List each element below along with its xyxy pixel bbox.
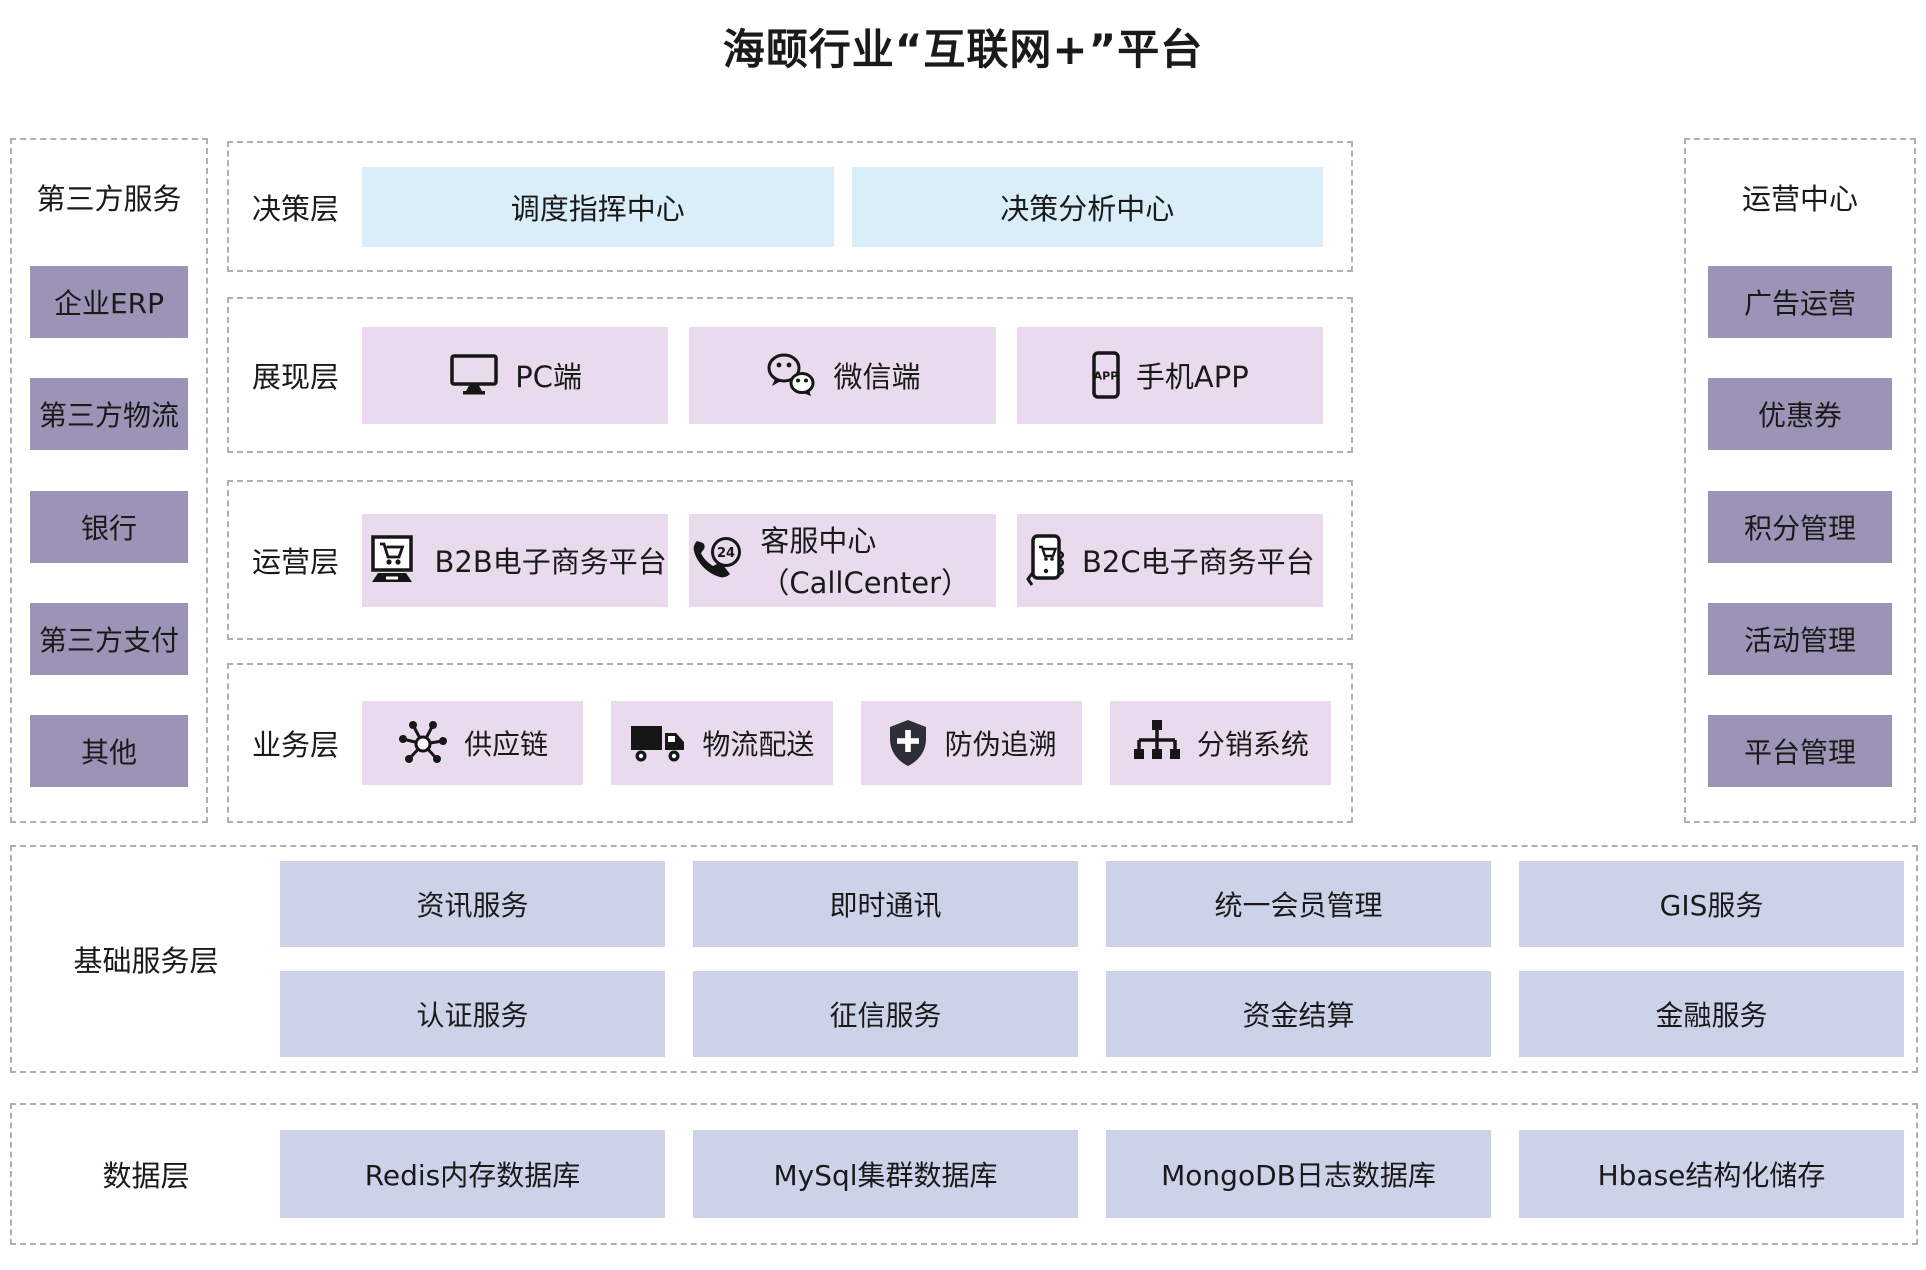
supply-chain-icon — [397, 719, 449, 767]
data-layer-row: 数据层 Redis内存数据库 MySql集群数据库 MongoDB日志数据库 H… — [10, 1103, 1918, 1245]
wechat-client-label: 微信端 — [833, 360, 921, 394]
operation-center-panel: 运营中心 广告运营 优惠券 积分管理 活动管理 平台管理 — [1684, 138, 1916, 823]
decision-layer-label: 决策层 — [251, 191, 339, 226]
pc-client-box: PC端 — [362, 326, 669, 424]
decision-analysis-center-box: 决策分析中心 — [851, 166, 1323, 247]
base-service-layer-label: 基础服务层 — [73, 944, 219, 978]
presentation-layer-content: PC端 微信端 — [362, 326, 1351, 424]
third-party-services-title: 第三方服务 — [36, 182, 182, 216]
service-member-box: 统一会员管理 — [1106, 861, 1491, 947]
hbase-storage-box: Hbase结构化储存 — [1519, 1130, 1904, 1218]
b2c-ecommerce-label: B2C电子商务平台 — [1082, 545, 1315, 579]
business-layer-row: 业务层 — [227, 663, 1353, 823]
dispatch-command-center-box: 调度指挥中心 — [362, 166, 834, 247]
operation-layer-row: 运营层 B2B电子商务平台 — [227, 480, 1353, 640]
hierarchy-icon — [1132, 719, 1182, 767]
b2b-ecommerce-icon — [364, 535, 420, 585]
callcenter-label: 客服中心（CallCenter） — [760, 524, 971, 600]
logistics-delivery-label: 物流配送 — [702, 728, 815, 761]
logistics-delivery-box: 物流配送 — [611, 701, 833, 785]
business-layer-label: 业务层 — [251, 728, 339, 762]
operation-item-coupon: 优惠券 — [1708, 378, 1892, 451]
distribution-system-box: 分销系统 — [1109, 701, 1331, 785]
page-title: 海颐行业“互联网+”平台 — [722, 25, 1204, 74]
operation-layer-label: 运营层 — [251, 545, 339, 579]
service-settlement-box: 资金结算 — [1106, 971, 1491, 1057]
wechat-icon — [764, 352, 818, 398]
svg-text:APP: APP — [1094, 370, 1119, 383]
pc-client-label: PC端 — [515, 360, 583, 394]
monitor-icon — [448, 353, 500, 397]
anti-counterfeit-label: 防伪追溯 — [944, 728, 1057, 761]
base-service-grid: 资讯服务 即时通讯 统一会员管理 GIS服务 认证服务 征信服务 资金结算 金融… — [280, 861, 1916, 1057]
operation-item-ads: 广告运营 — [1708, 266, 1892, 339]
service-news-box: 资讯服务 — [280, 861, 665, 947]
delivery-truck-icon — [629, 720, 687, 766]
business-layer-content: 供应链 物流配送 — [362, 701, 1351, 785]
third-party-item-other: 其他 — [30, 714, 188, 787]
third-party-services-panel: 第三方服务 企业ERP 第三方物流 银行 第三方支付 其他 — [10, 138, 208, 823]
third-party-item-erp: 企业ERP — [30, 266, 188, 339]
data-layer-label: 数据层 — [102, 1159, 190, 1193]
b2c-mobile-shopping-icon — [1025, 534, 1067, 586]
distribution-system-label: 分销系统 — [1196, 728, 1309, 761]
wechat-client-box: 微信端 — [689, 326, 996, 424]
mobile-app-label: 手机APP — [1135, 360, 1249, 394]
callcenter-box: 24 客服中心（CallCenter） — [689, 513, 996, 607]
b2b-ecommerce-box: B2B电子商务平台 — [362, 513, 669, 607]
callcenter-24-icon: 24 — [689, 535, 745, 585]
service-finance-box: 金融服务 — [1519, 971, 1904, 1057]
redis-db-box: Redis内存数据库 — [280, 1130, 665, 1218]
service-im-box: 即时通讯 — [693, 861, 1078, 947]
svg-text:24: 24 — [717, 546, 735, 561]
shield-plus-icon — [886, 718, 930, 768]
operation-item-points: 积分管理 — [1708, 490, 1892, 563]
data-layer-grid: Redis内存数据库 MySql集群数据库 MongoDB日志数据库 Hbase… — [280, 1130, 1916, 1218]
anti-counterfeit-box: 防伪追溯 — [860, 701, 1082, 785]
service-auth-box: 认证服务 — [280, 971, 665, 1057]
third-party-item-payment: 第三方支付 — [30, 602, 188, 675]
supply-chain-label: 供应链 — [464, 728, 549, 761]
operation-item-activity: 活动管理 — [1708, 602, 1892, 675]
service-credit-box: 征信服务 — [693, 971, 1078, 1057]
mobile-app-icon: APP — [1091, 351, 1121, 399]
decision-layer-content: 调度指挥中心 决策分析中心 — [362, 166, 1351, 247]
operation-center-title: 运营中心 — [1741, 182, 1858, 216]
operation-layer-content: B2B电子商务平台 24 客服中心（CallCenter） — [362, 513, 1351, 607]
b2c-ecommerce-box: B2C电子商务平台 — [1016, 513, 1323, 607]
operation-item-platform: 平台管理 — [1708, 714, 1892, 787]
third-party-item-bank: 银行 — [30, 490, 188, 563]
mysql-db-box: MySql集群数据库 — [693, 1130, 1078, 1218]
mobile-app-box: APP 手机APP — [1016, 326, 1323, 424]
third-party-item-logistics: 第三方物流 — [30, 378, 188, 451]
b2b-ecommerce-label: B2B电子商务平台 — [434, 545, 667, 579]
service-gis-box: GIS服务 — [1519, 861, 1904, 947]
mongodb-db-box: MongoDB日志数据库 — [1106, 1130, 1491, 1218]
presentation-layer-row: 展现层 PC端 — [227, 297, 1353, 453]
base-service-layer-row: 基础服务层 资讯服务 即时通讯 统一会员管理 GIS服务 认证服务 征信服务 资… — [10, 845, 1918, 1073]
presentation-layer-label: 展现层 — [251, 360, 339, 394]
decision-layer-row: 决策层 调度指挥中心 决策分析中心 — [227, 141, 1353, 272]
supply-chain-box: 供应链 — [362, 701, 584, 785]
